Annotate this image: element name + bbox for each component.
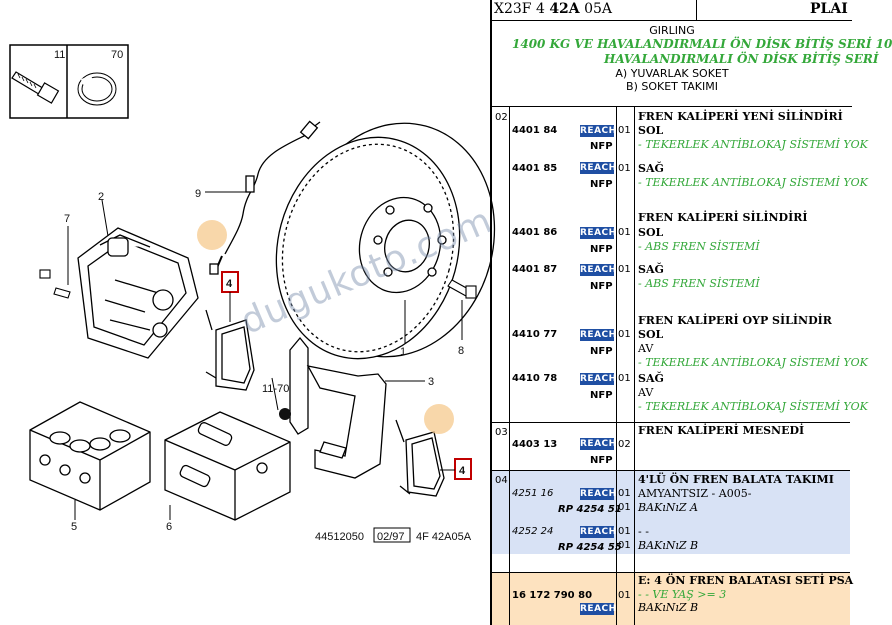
brake-exploded-diagram: 11 70 9 <box>9 44 496 543</box>
inset-box: 11 70 <box>9 44 129 119</box>
callout-8: 8 <box>458 345 464 357</box>
bolt-icon <box>11 71 60 104</box>
caliper-bracket <box>289 336 387 479</box>
watermark-dot <box>197 220 227 250</box>
callout-11-70: 11-70 <box>262 383 289 395</box>
callout-7: 7 <box>64 213 70 225</box>
title-line-2: HAVALANDIRMALI ÖN DİSK BİTİŞ SERİ <box>604 52 879 66</box>
callout-5: 5 <box>71 521 77 533</box>
callout-9: 9 <box>195 188 201 200</box>
callout-4-bottom: 4 <box>459 465 466 477</box>
watermark-dot <box>424 404 454 434</box>
spring-washer-icon <box>77 72 117 106</box>
callout-2: 2 <box>98 191 104 203</box>
diagram-code: 44512050 <box>315 531 364 543</box>
brake-pad-outer <box>395 419 445 497</box>
group-04-highlight <box>492 470 850 554</box>
callout-4-top: 4 <box>226 278 233 290</box>
manufacturer: GIRLING <box>649 24 695 37</box>
parts-catalog: X23F 4 42A 05A PLAI GIRLING 1400 KG VE H… <box>490 0 892 625</box>
small-screw-icon <box>279 408 291 420</box>
brake-pad-inner <box>205 309 255 391</box>
guide-pin-kit-box <box>164 411 291 521</box>
callout-1: 1 <box>400 346 406 358</box>
catalog-header-right: PLAI <box>810 1 848 17</box>
catalog-header: X23F 4 42A 05A PLAI <box>492 0 852 21</box>
abs-sensor-wire <box>209 120 321 275</box>
callout-3: 3 <box>428 376 434 388</box>
sensor-bolt <box>447 279 477 299</box>
bleed-screw <box>39 269 71 299</box>
seal-kit-box <box>29 401 151 511</box>
callout-11: 11 <box>54 49 65 61</box>
brake-disc <box>275 122 496 360</box>
option-a: A) YUVARLAK SOKET <box>615 67 729 80</box>
psa-row-highlight <box>492 572 850 625</box>
diagram-ref: 4F 42A05A <box>416 531 472 543</box>
catalog-title: GIRLING 1400 KG VE HAVALANDIRMALI ÖN DİS… <box>492 20 892 107</box>
callout-6: 6 <box>166 521 172 533</box>
brake-caliper <box>77 227 199 359</box>
catalog-code: X23F 4 42A 05A <box>494 1 613 17</box>
option-b: B) SOKET TAKIMI <box>626 80 718 93</box>
diagram-date: 02/97 <box>377 531 405 543</box>
callout-70: 70 <box>111 49 123 61</box>
title-line-1: 1400 KG VE HAVALANDIRMALI ÖN DİSK BİTİŞ … <box>512 37 892 51</box>
